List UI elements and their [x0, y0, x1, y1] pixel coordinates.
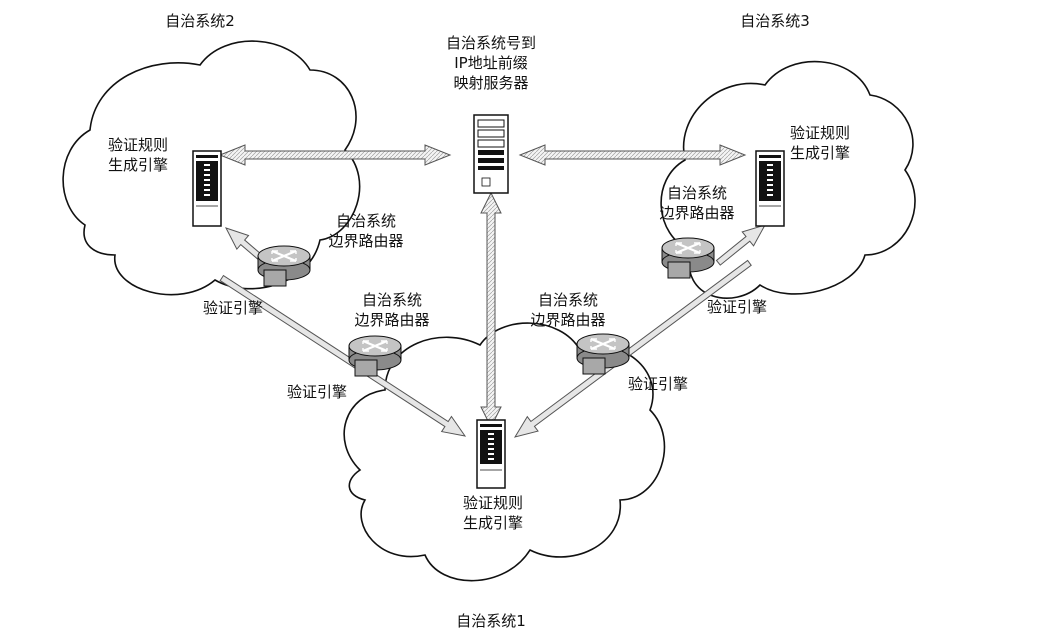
rule-engine-as1-icon: [476, 419, 506, 489]
mapping-server-label-line-3: 映射服务器: [453, 74, 529, 92]
as2-router-engine-label: 验证引擎: [203, 299, 264, 317]
as2-rule-engine-label: 验证规则 生成引擎: [108, 135, 168, 175]
as1-right-router-label-line-1: 自治系统: [537, 291, 599, 309]
as1-right-router-engine-label: 验证引擎: [628, 375, 689, 393]
as2-router-label: 自治系统 边界路由器: [328, 211, 403, 251]
as1-right-router-label-line-2: 边界路由器: [530, 311, 606, 329]
as3-router-engine-label: 验证引擎: [707, 298, 768, 316]
as2-rule-engine-label-line-1: 验证规则: [108, 136, 169, 154]
as1-title: 自治系统1: [456, 612, 526, 630]
as1-rule-engine-label: 验证规则 生成引擎: [463, 493, 523, 533]
router-as2-icon: [257, 245, 311, 287]
arrow-server-as2: [218, 144, 452, 166]
arrow-server-as3: [518, 144, 747, 166]
as2-rule-engine-label-line-2: 生成引擎: [108, 156, 169, 174]
as1-rule-engine-label-line-1: 验证规则: [462, 494, 524, 512]
as1-left-router-label-line-1: 自治系统: [361, 291, 423, 309]
rule-engine-as2-icon: [192, 150, 222, 227]
mapping-server-icon: [473, 114, 509, 194]
as1-left-router-engine-label: 验证引擎: [287, 383, 348, 401]
as3-router-label: 自治系统 边界路由器: [659, 183, 734, 223]
router-as1-right-icon: [576, 333, 630, 375]
as2-router-label-line-2: 边界路由器: [328, 232, 404, 250]
as3-router-label-line-2: 边界路由器: [659, 204, 735, 222]
as3-rule-engine-label-line-2: 生成引擎: [790, 144, 851, 162]
mapping-server-label: 自治系统号到 IP地址前缀 映射服务器: [446, 33, 536, 93]
as3-rule-engine-label: 验证规则 生成引擎: [790, 123, 850, 163]
router-as1-left-icon: [348, 335, 402, 377]
rule-engine-as3-icon: [755, 150, 785, 227]
arrow-as3-router-to-rule-engine: [715, 224, 767, 266]
arrow-as3-to-as1: [513, 259, 752, 438]
as1-left-router-label-line-2: 边界路由器: [354, 311, 430, 329]
mapping-server-label-line-2: IP地址前缀: [454, 54, 528, 72]
mapping-server-label-line-1: 自治系统号到: [445, 34, 537, 52]
as3-title: 自治系统3: [740, 12, 810, 30]
as1-left-router-label: 自治系统 边界路由器: [354, 290, 429, 330]
as2-title: 自治系统2: [165, 12, 235, 30]
as2-router-label-line-1: 自治系统: [335, 212, 397, 230]
router-as3-icon: [661, 237, 715, 279]
as1-rule-engine-label-line-2: 生成引擎: [462, 514, 524, 532]
arrow-as2-to-as1: [219, 274, 467, 437]
cloud-as3: [660, 60, 916, 299]
as3-rule-engine-label-line-1: 验证规则: [790, 124, 851, 142]
as1-right-router-label: 自治系统 边界路由器: [530, 290, 605, 330]
as3-router-label-line-1: 自治系统: [666, 184, 728, 202]
